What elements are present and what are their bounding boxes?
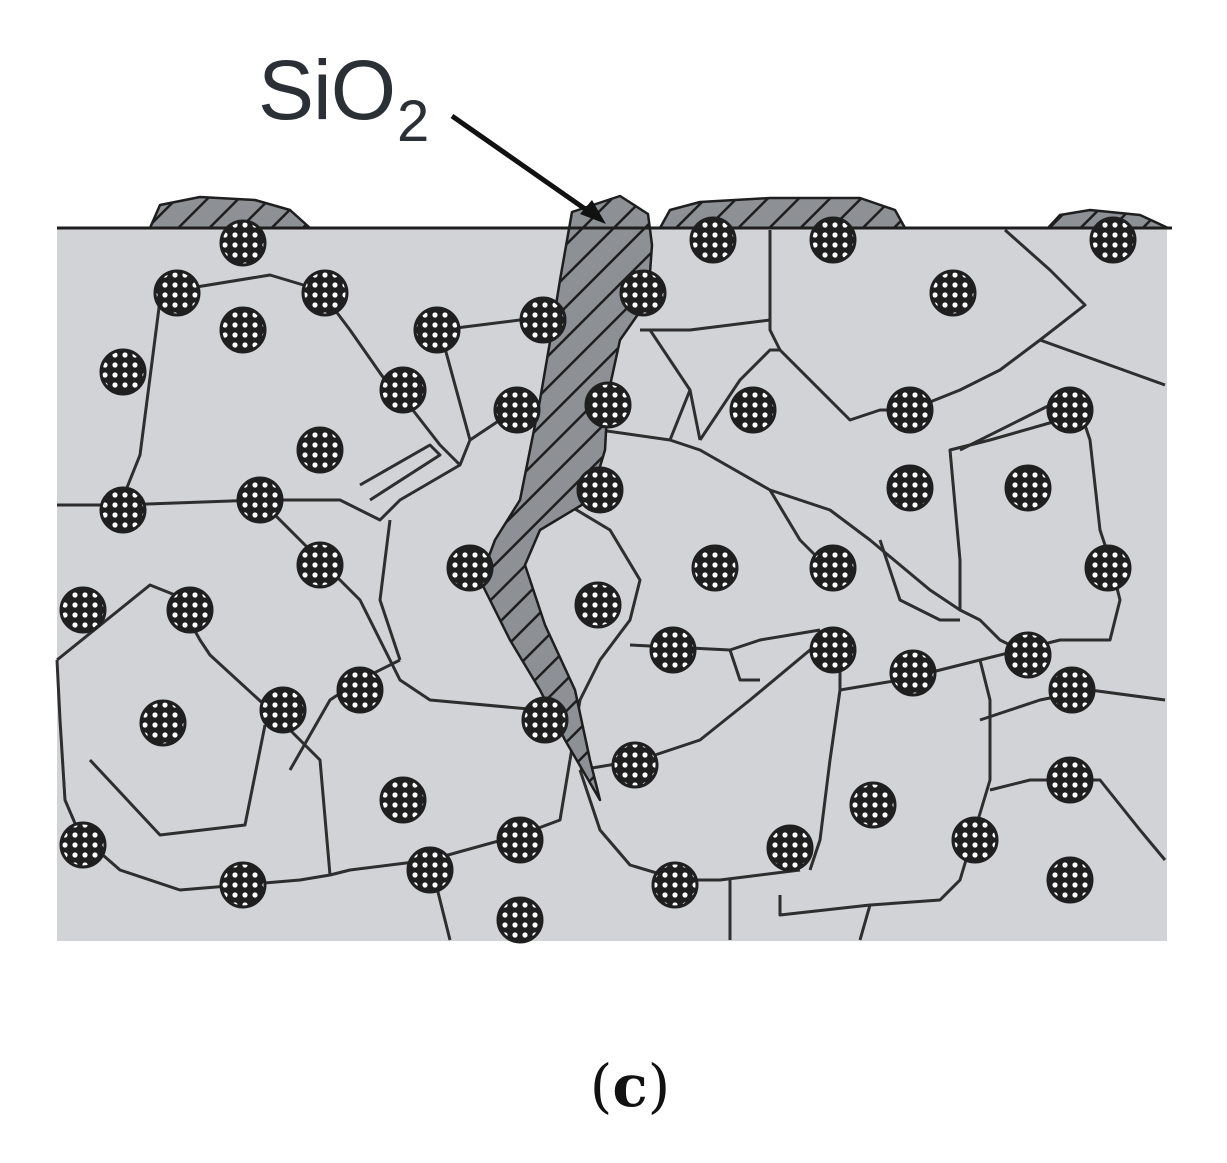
particle (59, 586, 107, 634)
particle (296, 541, 344, 589)
particle (849, 781, 897, 829)
particle (889, 649, 937, 697)
particle (236, 476, 284, 524)
particle (1046, 856, 1094, 904)
grain-boundary (768, 489, 822, 562)
grain-boundary (578, 769, 801, 882)
grain-boundary (378, 519, 402, 661)
particle (379, 366, 427, 414)
grain-boundary (55, 659, 82, 836)
sio2-surface-scale (148, 195, 312, 230)
grain-boundary (359, 443, 442, 502)
particle (99, 486, 147, 534)
grain-boundary (768, 228, 1087, 422)
particle (886, 386, 934, 434)
grain-boundary (640, 318, 771, 332)
grain-boundary (559, 498, 642, 761)
particle (1004, 464, 1052, 512)
grain-boundary (778, 829, 977, 917)
grain-boundary (808, 640, 842, 871)
figure-caption: (c) (0, 1052, 1227, 1120)
grain-boundary (698, 348, 780, 441)
grain-boundary (668, 389, 692, 441)
particle (1046, 386, 1094, 434)
particle (809, 216, 857, 264)
grain-boundary (858, 904, 872, 941)
particle (574, 581, 622, 629)
sio2-label: SiO2 (258, 48, 429, 154)
particle (689, 216, 737, 264)
particle (1048, 666, 1096, 714)
sio2-leader-line (450, 113, 600, 221)
grain-boundary (959, 398, 1061, 452)
grain-boundary (959, 409, 1122, 652)
particle (766, 824, 814, 872)
particle (691, 544, 739, 592)
particle (99, 348, 147, 396)
particle (1089, 216, 1137, 264)
particle (584, 381, 632, 429)
particle (219, 306, 267, 354)
particle (379, 776, 427, 824)
particle (139, 699, 187, 747)
grain-boundary (88, 724, 267, 837)
particle (611, 741, 659, 789)
particle (809, 544, 857, 592)
particle (1046, 756, 1094, 804)
particle (651, 861, 699, 909)
particle (729, 386, 777, 434)
particle (59, 821, 107, 869)
grain-boundary (329, 759, 572, 877)
particles (59, 216, 1137, 944)
particle (1084, 544, 1132, 592)
caption-open-paren: ( (589, 1052, 613, 1120)
grain-boundary (839, 648, 1021, 692)
particle (301, 269, 349, 317)
particle (259, 686, 307, 734)
particle (406, 846, 454, 894)
particle (929, 269, 977, 317)
particle (886, 464, 934, 512)
grain-boundary (973, 659, 992, 831)
particle (413, 306, 461, 354)
sio2-label-base: SiO (258, 43, 396, 137)
sio2-leader-arrowhead (580, 200, 606, 224)
particle (496, 896, 544, 944)
caption-close-paren: ) (647, 1052, 671, 1120)
sio2-label-subscript: 2 (397, 89, 429, 154)
particle (219, 219, 267, 267)
particle (493, 386, 541, 434)
particle (951, 816, 999, 864)
grain-boundary (1039, 338, 1166, 387)
particle (496, 816, 544, 864)
particle (219, 861, 267, 909)
particle (649, 626, 697, 674)
grain-boundary (119, 318, 546, 522)
grain-boundary (728, 649, 760, 682)
particle (296, 426, 344, 474)
particle (153, 269, 201, 317)
particle (1004, 631, 1052, 679)
grain-boundary (878, 539, 960, 622)
particle (519, 296, 567, 344)
grain-boundary (599, 408, 1081, 612)
particle (809, 626, 857, 674)
particle (336, 666, 384, 714)
particle (576, 466, 624, 514)
particle (446, 544, 494, 592)
caption-letter: c (612, 1052, 648, 1120)
particle (521, 696, 569, 744)
particle (166, 586, 214, 634)
particle (619, 269, 667, 317)
